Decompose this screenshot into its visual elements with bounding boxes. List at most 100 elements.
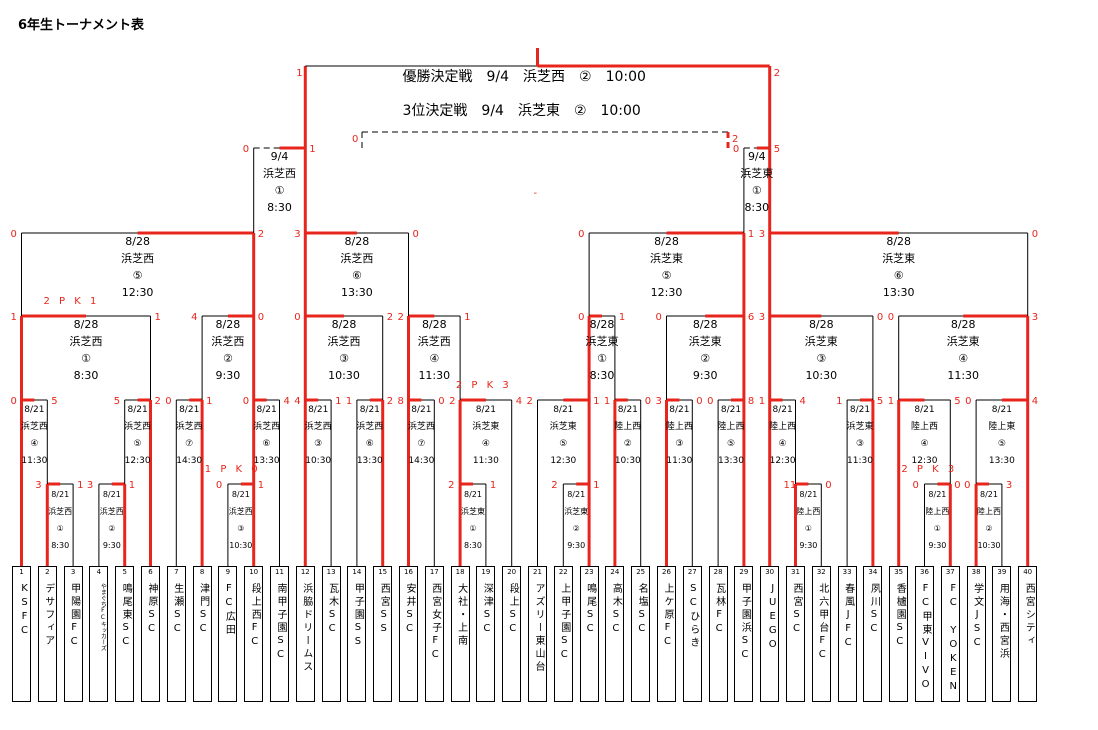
match-time: 8:30 — [267, 201, 292, 214]
team-name: 名塩SC — [636, 583, 648, 637]
team-number: 38 — [971, 568, 981, 576]
match-venue: 陸上西 — [665, 422, 693, 432]
team-cell: 24 高木SC — [605, 566, 625, 702]
match-date: 8/21 — [475, 405, 496, 415]
match-court: ③ — [339, 352, 349, 365]
match-court: ② — [700, 352, 711, 365]
pk-result: 2 P K 3 — [901, 464, 958, 475]
score-left: 5 — [113, 396, 121, 407]
score-right: 1 — [489, 480, 497, 491]
match-venue: 浜芝西 — [99, 507, 124, 516]
match-time: 8:30 — [744, 201, 770, 214]
match-date: 8/21 — [567, 490, 586, 499]
match-court: ⑦ — [417, 439, 426, 449]
score-right: 1 — [257, 480, 265, 491]
match-court: ④ — [920, 439, 929, 449]
score-right: 0 — [876, 312, 884, 323]
team-number: 36 — [920, 568, 929, 576]
score-right: 1 — [464, 312, 471, 323]
match-time: 10:30 — [614, 456, 641, 466]
score-right: 1 — [154, 312, 161, 323]
score-right: 1 — [593, 480, 600, 491]
team-number: 17 — [429, 568, 439, 576]
match-venue: 浜芝西 — [48, 507, 73, 516]
match-court: ① — [597, 352, 607, 365]
match-date: 8/21 — [256, 405, 277, 415]
score-right: 0 — [257, 312, 265, 323]
match-date: 8/28 — [331, 318, 357, 331]
team-name: 甲陽園FC — [68, 583, 80, 650]
score-left: 0 — [887, 312, 895, 323]
match-court: ⑥ — [262, 439, 271, 449]
team-name: 高木SC — [610, 583, 622, 637]
match-date: 8/21 — [411, 405, 432, 415]
team-name: 上甲子園SC — [558, 583, 570, 663]
match-court: ⑤ — [559, 439, 568, 449]
score-left: 3 — [294, 229, 301, 240]
team-number: 12 — [300, 568, 310, 576]
score-left: 0 — [294, 312, 301, 323]
team-number: 32 — [816, 568, 826, 576]
score-left: 0 — [10, 229, 17, 240]
team-number: 40 — [1023, 568, 1033, 576]
team-name: 学文JSC — [971, 583, 983, 651]
match-time: 12:30 — [121, 286, 154, 299]
score-left: 0 — [10, 396, 17, 407]
match-court: ⑥ — [351, 269, 362, 282]
team-number: 16 — [404, 568, 413, 576]
team-number: 2 — [45, 568, 50, 576]
score-left: 11 — [783, 480, 797, 491]
team-number: 39 — [997, 568, 1007, 576]
team-number: 24 — [610, 568, 620, 576]
match-venue: 陸上西 — [796, 507, 821, 516]
score-left: 4 — [294, 396, 301, 407]
score-right: 2 — [773, 68, 781, 79]
match-date: 8/21 — [928, 490, 947, 499]
match-time: 11:30 — [418, 369, 451, 382]
match-time: 9:30 — [799, 541, 818, 550]
match-time: 13:30 — [882, 286, 915, 299]
score-left: 0 — [964, 480, 971, 491]
team-name: KSFC — [19, 583, 30, 639]
team-name: デサフィア — [42, 583, 54, 648]
team-number: 6 — [148, 568, 153, 576]
score-left: 2 — [526, 396, 533, 407]
match-date: 8/28 — [421, 318, 447, 331]
score-left: 2 — [397, 312, 404, 323]
team-name: 用海・西宮浜 — [997, 583, 1009, 661]
match-court: ③ — [675, 439, 684, 449]
team-number: 14 — [352, 568, 362, 576]
team-name: 安井SC — [404, 583, 415, 637]
match-time: 12:30 — [124, 456, 151, 466]
score-right: 4 — [799, 396, 806, 407]
match-court: ⑤ — [997, 439, 1006, 449]
score-left: 3 — [35, 480, 42, 491]
score-right: 0 — [438, 396, 445, 407]
score-right: 3 — [1005, 480, 1013, 491]
match-venue: 浜芝西 — [228, 507, 253, 516]
